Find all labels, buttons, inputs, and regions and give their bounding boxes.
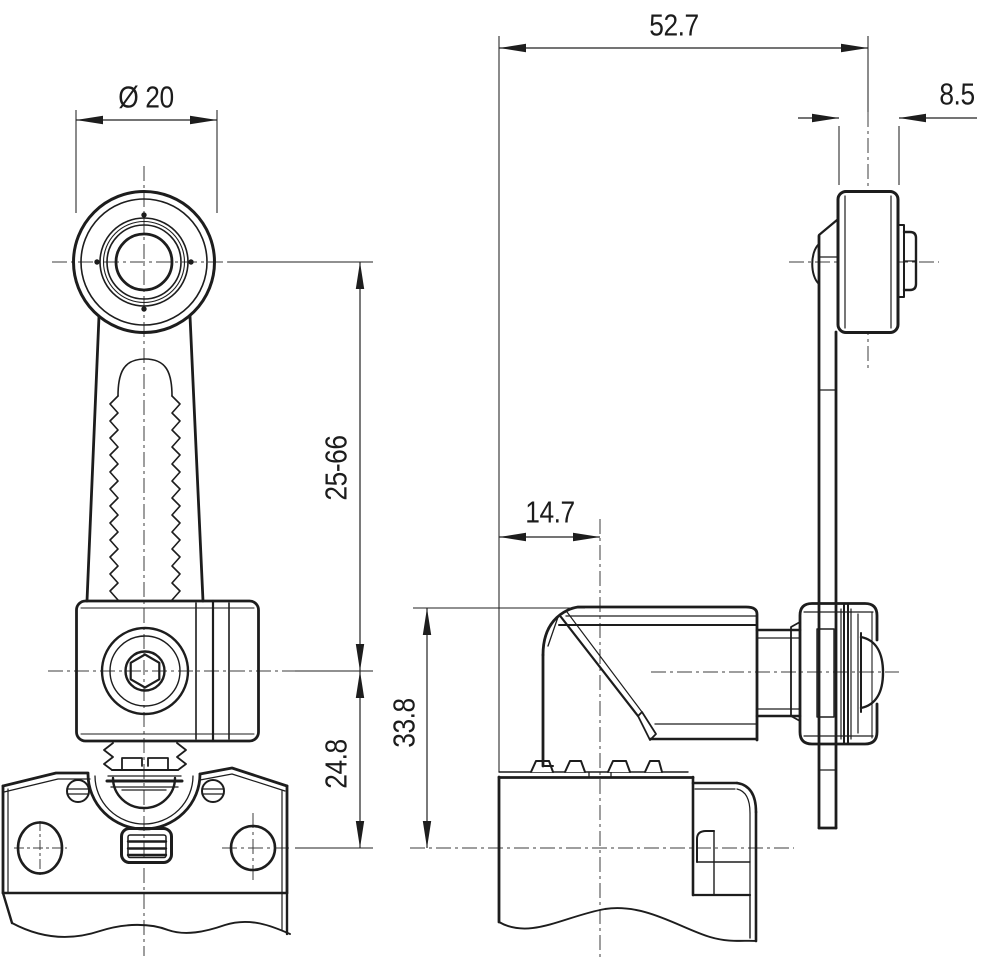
dim-label-pivot-to-mount: 24.8: [320, 739, 354, 789]
clamp-block: [75, 599, 260, 743]
lever-bellows: [103, 742, 187, 788]
cable-entry-oval: [16, 821, 64, 875]
roller-side: [836, 190, 900, 334]
dim-label-head-height: 33.8: [388, 698, 422, 748]
dim-head-offset: 14.7: [499, 496, 600, 542]
dim-roller-width: 8.5: [798, 78, 977, 185]
head-shaft: [755, 628, 802, 718]
dim-pivot-to-mount: 24.8: [295, 671, 373, 849]
mounting-screw-right: [201, 779, 225, 803]
break-line-front: [1, 891, 291, 938]
dim-label-head-offset: 14.7: [525, 496, 575, 530]
shoulder-block: [691, 775, 758, 943]
center-lines: [14, 112, 939, 957]
head-side: [541, 605, 759, 768]
mounting-screw-left: [66, 779, 90, 803]
mounting-hole: [229, 824, 277, 872]
side-view: [497, 190, 918, 943]
dim-label-roller-width: 8.5: [939, 78, 974, 112]
dimensions: Ø 20 52.7 8.5 25-66: [75, 9, 977, 849]
lever-hub-side: [790, 602, 885, 746]
dim-label-adjustment-range: 25-66: [320, 435, 354, 500]
lever-arm-front: [85, 314, 205, 603]
dim-adjustment-range: 25-66: [228, 261, 373, 672]
dim-overall-width: 52.7: [498, 9, 869, 772]
lever-strip: [811, 218, 839, 830]
roller-axle-cap: [897, 224, 918, 298]
dim-roller-diameter: Ø 20: [75, 81, 218, 213]
dim-label-overall-width: 52.7: [649, 9, 699, 43]
dim-label-roller-diameter: Ø 20: [118, 81, 173, 115]
front-view: [1, 190, 291, 938]
break-line-side: [498, 907, 757, 942]
head-front: [1, 766, 289, 895]
dim-head-height: 33.8: [388, 607, 585, 848]
label-clip: [120, 827, 173, 864]
roller-front: [72, 190, 216, 334]
body-side: [497, 771, 695, 924]
clamp-hex-screw: [100, 626, 190, 716]
